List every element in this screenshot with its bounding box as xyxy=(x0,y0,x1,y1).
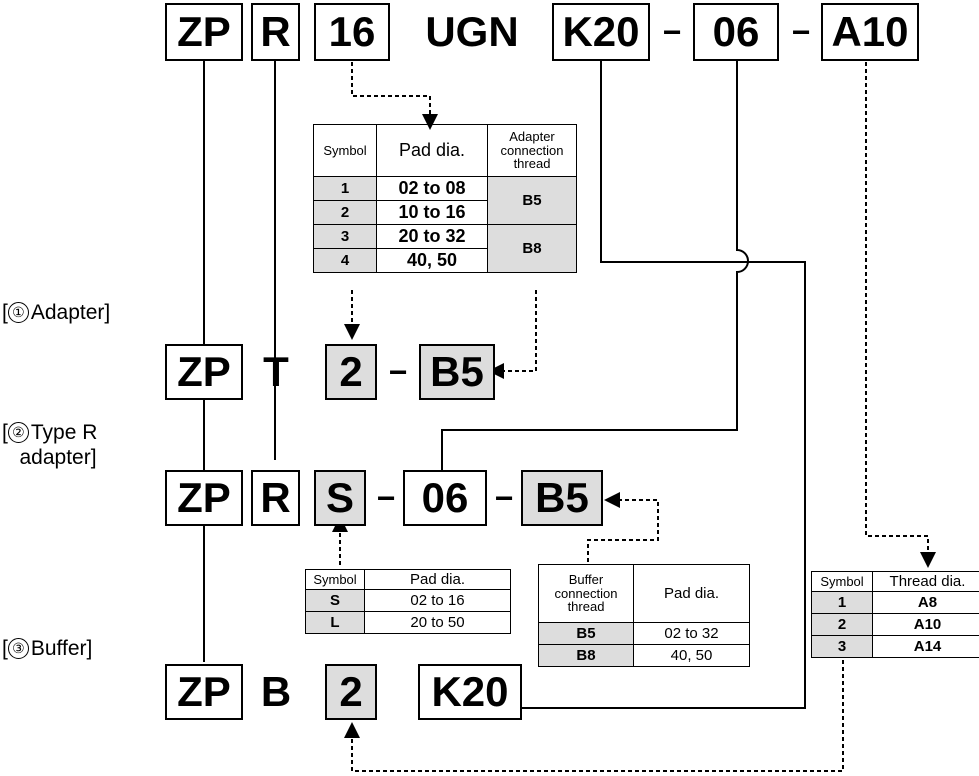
size-dashed-line xyxy=(351,62,438,130)
table-cell: 1 xyxy=(313,176,377,201)
adapter-table: Symbol Pad dia. Adapter connection threa… xyxy=(313,124,577,273)
table-header: Adapter connection thread xyxy=(487,124,577,177)
type-r-table: Symbol Pad dia. S 02 to 16 L 20 to 50 xyxy=(305,569,511,634)
table-header: Pad dia. xyxy=(633,564,750,623)
table-cell: B5 xyxy=(487,176,577,225)
adapter-thread-dashed-line xyxy=(488,290,537,379)
code-zp: ZP xyxy=(165,3,243,61)
code-a10: A10 xyxy=(821,3,919,61)
table-cell: S xyxy=(305,589,365,612)
type-r-code-r: R xyxy=(251,470,300,526)
table-cell: 2 xyxy=(811,613,873,636)
table-header: Pad dia. xyxy=(364,569,511,590)
type-r-code-06: 06 xyxy=(403,470,487,526)
table-cell: A14 xyxy=(872,635,979,658)
separator: − xyxy=(388,354,408,390)
thread-table: Symbol Thread dia. 1 A8 2 A10 3 A14 xyxy=(811,571,979,658)
table-header: Buffer connection thread xyxy=(538,564,634,623)
table-header: Symbol xyxy=(811,571,873,592)
table-cell: 40, 50 xyxy=(376,248,488,273)
thread-dashed-line xyxy=(865,62,936,568)
code-k20: K20 xyxy=(552,3,650,61)
adapter-code-thread: B5 xyxy=(419,344,495,400)
type-r-code-thread: B5 xyxy=(521,470,603,526)
table-cell: B5 xyxy=(538,622,634,645)
table-cell: 40, 50 xyxy=(633,644,750,667)
code-ugn: UGN xyxy=(425,8,519,55)
table-header: Symbol xyxy=(313,124,377,177)
table-cell: B8 xyxy=(487,224,577,273)
table-cell: 4 xyxy=(313,248,377,273)
type-r-code-size: S xyxy=(314,470,366,526)
code-size: 16 xyxy=(314,3,390,61)
adapter-code-zp: ZP xyxy=(165,344,243,400)
table-cell: A10 xyxy=(872,613,979,636)
table-cell: 02 to 32 xyxy=(633,622,750,645)
separator: − xyxy=(791,14,811,50)
buffer-code-b: B xyxy=(260,668,292,715)
table-cell: 2 xyxy=(313,200,377,225)
type-r-code-zp: ZP xyxy=(165,470,243,526)
table-cell: 3 xyxy=(811,635,873,658)
adapter-code-size: 2 xyxy=(325,344,377,400)
table-cell: L xyxy=(305,611,365,634)
separator: − xyxy=(662,14,682,50)
table-cell: 02 to 08 xyxy=(376,176,488,201)
table-cell: 20 to 32 xyxy=(376,224,488,249)
buffer-code-zp: ZP xyxy=(165,664,243,720)
table-header: Thread dia. xyxy=(872,571,979,592)
table-cell: 10 to 16 xyxy=(376,200,488,225)
separator: − xyxy=(494,480,514,516)
k20-line xyxy=(522,61,806,709)
adapter-code-t: T xyxy=(263,348,289,395)
table-header: Pad dia. xyxy=(376,124,488,177)
code-r: R xyxy=(251,3,300,61)
table-cell: 20 to 50 xyxy=(364,611,511,634)
table-cell: B8 xyxy=(538,644,634,667)
separator: − xyxy=(376,480,396,516)
o6-line xyxy=(441,61,749,470)
table-cell: 1 xyxy=(811,591,873,614)
table-header: Symbol xyxy=(305,569,365,590)
buffer-code-k20: K20 xyxy=(418,664,522,720)
code-06: 06 xyxy=(693,3,779,61)
table-cell: A8 xyxy=(872,591,979,614)
buffer-code-size: 2 xyxy=(325,664,377,720)
table-cell: 02 to 16 xyxy=(364,589,511,612)
buffer-table: Buffer connection thread Pad dia. B5 02 … xyxy=(538,564,750,667)
buffer-thread-dashed-line xyxy=(587,492,659,562)
table-cell: 3 xyxy=(313,224,377,249)
